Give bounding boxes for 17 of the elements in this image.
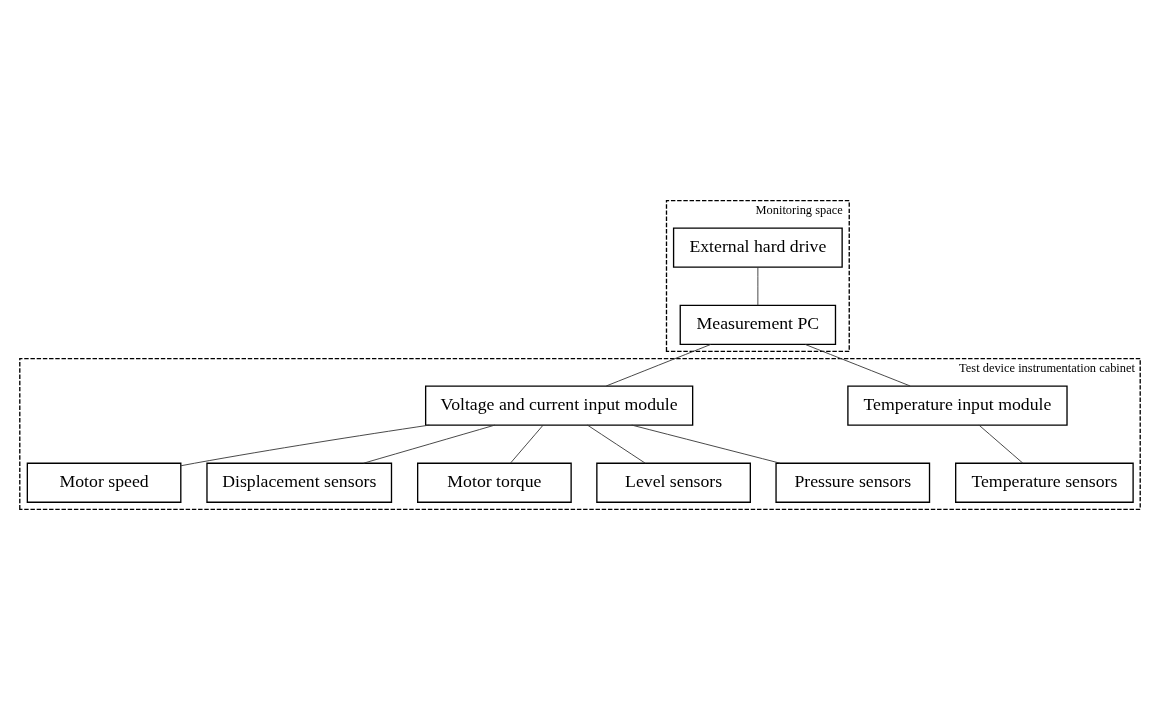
node-box: Temperature input module [847, 384, 1068, 426]
node-box: External hard drive [672, 227, 843, 268]
connector [587, 424, 646, 464]
node-box: Voltage and current input module [425, 384, 694, 426]
node-box: Level sensors [596, 462, 751, 503]
node-box: Temperature sensors [955, 462, 1134, 503]
connector [631, 424, 781, 464]
connector [510, 424, 544, 464]
connector [180, 424, 430, 466]
node-box: Measurement PC [679, 304, 837, 345]
node-box: Displacement sensors [206, 462, 393, 503]
node-box: Pressure sensors [775, 462, 931, 503]
node-box: Motor torque [417, 462, 572, 503]
connector [978, 424, 1024, 464]
connector [757, 266, 759, 306]
node-box: Motor speed [26, 462, 182, 503]
connector [363, 424, 496, 464]
